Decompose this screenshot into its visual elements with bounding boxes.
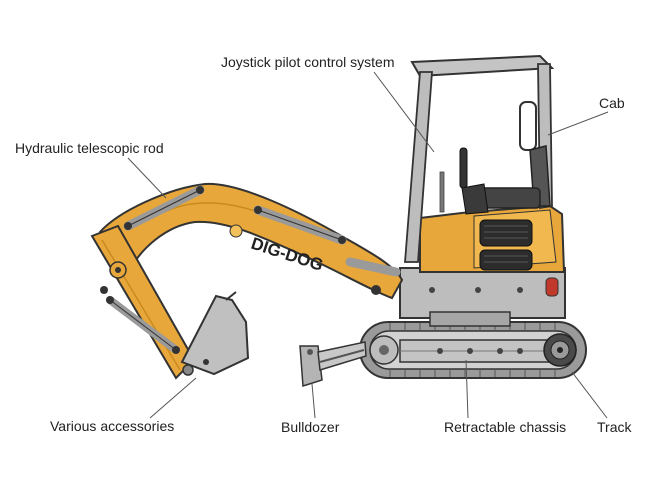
bucket-accessory — [180, 291, 250, 376]
label-hydraulic-telescopic-rod: Hydraulic telescopic rod — [15, 140, 164, 156]
leader-track — [571, 371, 608, 419]
label-track: Track — [597, 419, 632, 435]
engine-hood — [419, 204, 566, 273]
leader-accessories — [149, 377, 197, 419]
label-cab: Cab — [599, 95, 625, 111]
leader-lines — [127, 71, 609, 419]
leader-joystick — [373, 71, 435, 153]
leader-cab — [547, 111, 609, 136]
leader-chassis — [465, 359, 469, 419]
label-various-accessories: Various accessories — [50, 418, 175, 434]
label-bulldozer: Bulldozer — [281, 419, 340, 435]
bulldozer-blade — [299, 341, 367, 388]
cab-canopy — [404, 54, 555, 263]
label-retractable-chassis: Retractable chassis — [444, 419, 567, 435]
hydraulic-telescopic-rod — [106, 185, 401, 354]
slewing-base — [399, 267, 566, 327]
retractable-chassis — [369, 333, 577, 367]
label-joystick-pilot-control: Joystick pilot control system — [221, 54, 395, 70]
leader-bulldozer — [311, 383, 316, 419]
leader-hydraulic — [127, 157, 167, 199]
